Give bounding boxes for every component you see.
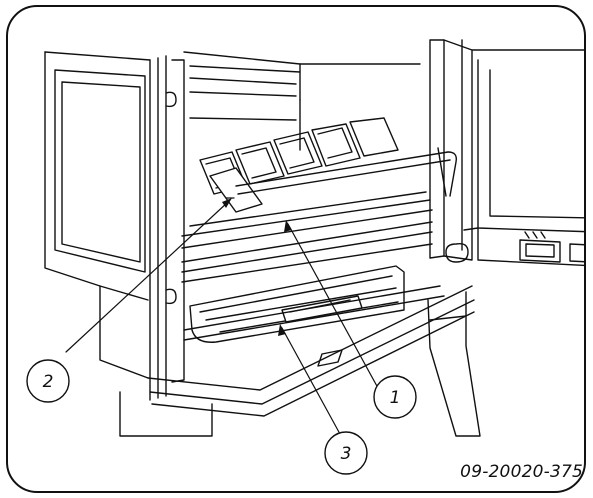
callout-1: 1: [373, 375, 417, 419]
callout-1-label: 1: [390, 388, 401, 408]
callout-3-label: 3: [341, 444, 352, 464]
callout-leaders: [65, 197, 379, 435]
callout-2: 2: [26, 359, 70, 403]
grate: [199, 117, 399, 195]
callout-2-label: 2: [43, 372, 54, 392]
stove-door: [429, 39, 585, 267]
figure-frame: [6, 5, 586, 493]
grate-rails: [181, 191, 433, 283]
stove-base: [119, 285, 481, 437]
callout-3: 3: [324, 431, 368, 475]
figure-reference-code: 09-20020-375: [460, 462, 583, 482]
callout-arrowheads: [222, 198, 292, 336]
firebox-top: [183, 51, 421, 151]
